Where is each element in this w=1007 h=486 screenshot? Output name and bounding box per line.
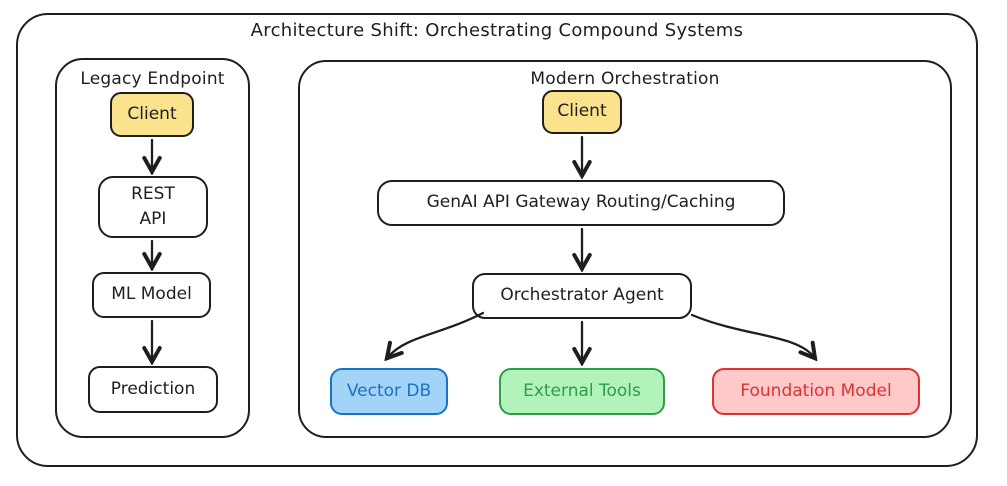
- legacy-rest-api-node: REST API: [98, 176, 208, 238]
- legacy-ml-model-node: ML Model: [92, 272, 211, 318]
- gateway-label: GenAI API Gateway Routing/Caching: [426, 192, 736, 213]
- legacy-panel: Legacy Endpoint: [55, 58, 250, 438]
- legacy-client-label: Client: [127, 103, 177, 124]
- modern-panel: Modern Orchestration: [298, 60, 952, 438]
- legacy-rest-api-label: REST API: [131, 183, 175, 230]
- modern-client-node: Client: [542, 90, 622, 134]
- gateway-node: GenAI API Gateway Routing/Caching: [377, 180, 785, 226]
- legacy-ml-model-label: ML Model: [111, 284, 192, 305]
- foundation-model-label: Foundation Model: [740, 380, 892, 401]
- foundation-model-node: Foundation Model: [712, 368, 920, 415]
- vector-db-label: Vector DB: [346, 380, 432, 401]
- vector-db-node: Vector DB: [330, 368, 448, 415]
- external-tools-node: External Tools: [499, 368, 665, 415]
- modern-panel-title: Modern Orchestration: [530, 69, 720, 89]
- legacy-prediction-node: Prediction: [88, 366, 218, 413]
- outer-frame: [16, 13, 978, 467]
- legacy-prediction-label: Prediction: [110, 378, 196, 399]
- orchestrator-agent-label: Orchestrator Agent: [500, 285, 664, 306]
- legacy-client-node: Client: [110, 92, 194, 137]
- modern-client-label: Client: [557, 101, 607, 122]
- legacy-panel-title: Legacy Endpoint: [80, 69, 225, 89]
- orchestrator-agent-node: Orchestrator Agent: [472, 273, 692, 319]
- external-tools-label: External Tools: [523, 380, 641, 401]
- diagram-title: Architecture Shift: Orchestrating Compou…: [250, 20, 744, 41]
